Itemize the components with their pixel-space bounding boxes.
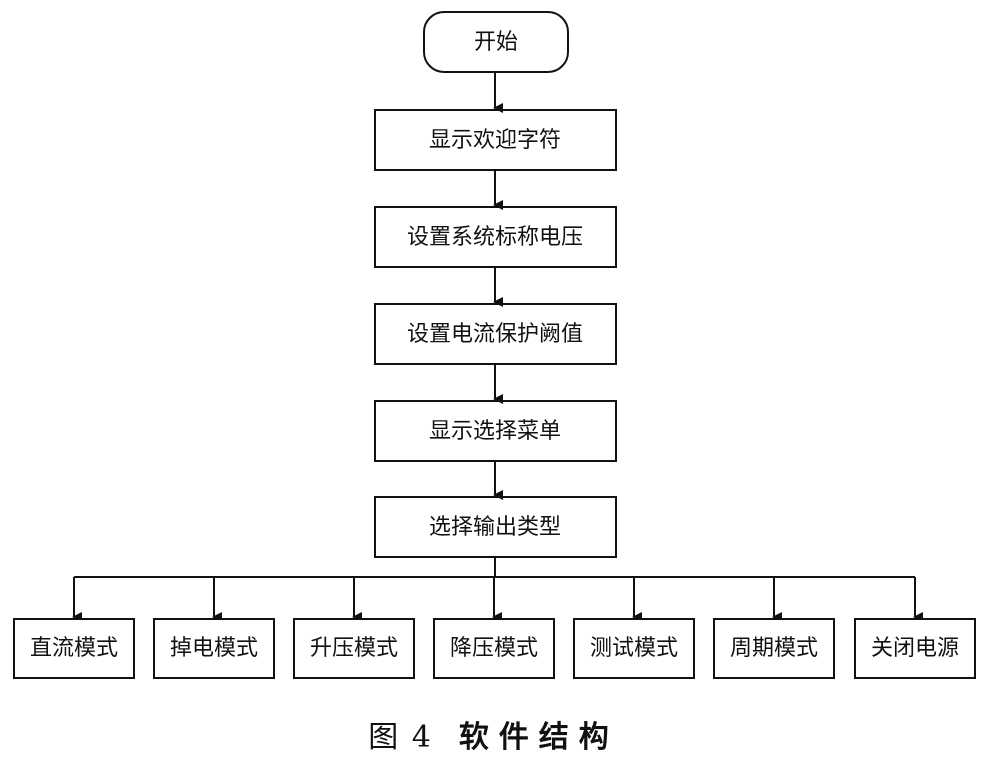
mode-periodic: 周期模式: [713, 618, 835, 679]
mode-powerdown: 掉电模式: [153, 618, 275, 679]
figure-title: 软件结构: [458, 720, 619, 755]
mode-buck-label: 降压模式: [450, 636, 538, 661]
mode-test: 测试模式: [573, 618, 695, 679]
mode-buck: 降压模式: [433, 618, 555, 679]
step-select-output: 选择输出类型: [374, 496, 617, 558]
step-show-menu-label: 显示选择菜单: [429, 419, 561, 444]
step-set-voltage-label: 设置系统标称电压: [407, 225, 583, 250]
mode-dc-label: 直流模式: [30, 636, 118, 661]
step-set-current-label: 设置电流保护阙值: [407, 322, 583, 347]
mode-periodic-label: 周期模式: [730, 636, 818, 661]
mode-boost: 升压模式: [293, 618, 415, 679]
mode-power-off-label: 关闭电源: [871, 636, 959, 661]
step-select-output-label: 选择输出类型: [429, 515, 561, 540]
figure-number: 图 4: [368, 720, 433, 755]
mode-test-label: 测试模式: [590, 636, 678, 661]
mode-powerdown-label: 掉电模式: [170, 636, 258, 661]
mode-power-off: 关闭电源: [854, 618, 976, 679]
step-welcome: 显示欢迎字符: [374, 109, 617, 171]
start-node-label: 开始: [474, 30, 518, 55]
mode-dc: 直流模式: [13, 618, 135, 679]
figure-caption: 图 4 软件结构: [0, 712, 987, 756]
step-show-menu: 显示选择菜单: [374, 400, 617, 462]
step-welcome-label: 显示欢迎字符: [429, 128, 561, 153]
step-set-voltage: 设置系统标称电压: [374, 206, 617, 268]
flowchart: 开始 显示欢迎字符 设置系统标称电压 设置电流保护阙值 显示选择菜单 选择输出类…: [13, 11, 976, 679]
mode-boost-label: 升压模式: [310, 636, 398, 661]
step-set-current: 设置电流保护阙值: [374, 303, 617, 365]
start-node: 开始: [423, 11, 569, 73]
